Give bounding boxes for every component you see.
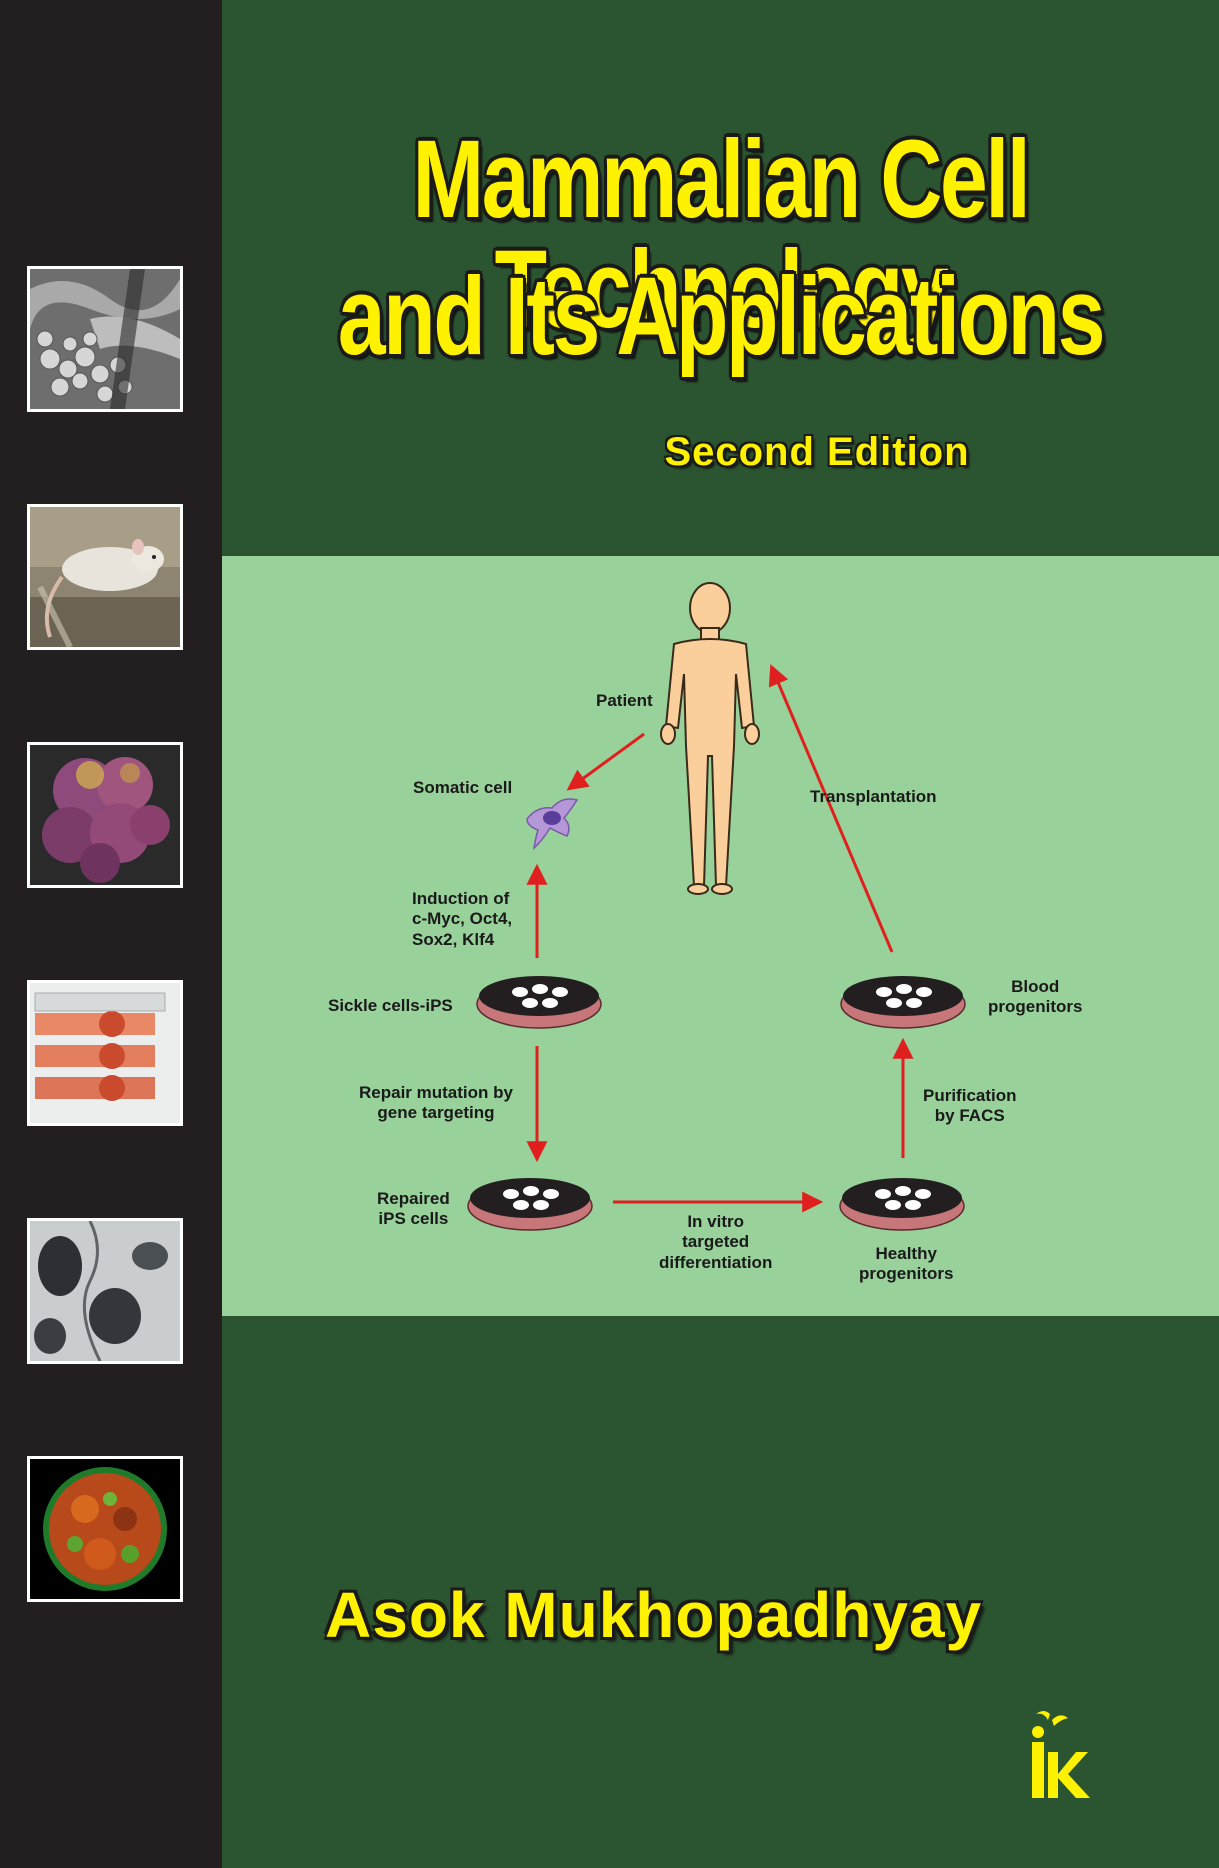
label-invitro-line-1: In vitro (687, 1212, 744, 1231)
dish-blood-progenitors-icon (840, 976, 966, 1029)
label-induction-line-1: Induction of (412, 889, 510, 908)
label-repair-line-1: Repair mutation by (359, 1083, 513, 1102)
label-invitro-line-2: targeted (682, 1232, 750, 1252)
label-repaired-line-1: Repaired (377, 1189, 450, 1208)
book-title-line-2: and Its Applications (337, 255, 1106, 378)
fluorescent-spheroid-image (27, 1456, 183, 1602)
label-healthy-line-2: progenitors (859, 1264, 954, 1284)
ips-therapy-diagram (467, 582, 966, 1231)
label-in-vitro: In vitro targeted differentiation (659, 1212, 772, 1273)
book-title-line-1: Mammalian Cell Technology (412, 118, 1031, 351)
label-repaired-ips: Repaired iPS cells (377, 1189, 450, 1230)
label-purification-line-2: by FACS (934, 1106, 1005, 1126)
patient-figure-icon (660, 582, 760, 895)
left-sidebar-strip (0, 0, 222, 1868)
label-patient: Patient (596, 691, 653, 710)
label-repair-line-2: gene targeting (377, 1103, 495, 1123)
label-repaired-line-2: iPS cells (378, 1209, 449, 1229)
label-blood-line-1: Blood (1011, 977, 1060, 996)
edition-label: Second Edition (664, 430, 970, 474)
label-somatic-cell: Somatic cell (413, 778, 513, 797)
label-sickle-cells-ips: Sickle cells-iPS (328, 996, 453, 1015)
label-healthy-progenitors: Healthy progenitors (859, 1244, 953, 1285)
label-induction-line-3: Sox2, Klf4 (412, 929, 495, 949)
dish-repaired-ips-icon (467, 1178, 593, 1231)
label-invitro-line-3: differentiation (659, 1252, 773, 1272)
label-repair-mutation: Repair mutation by gene targeting (359, 1083, 513, 1124)
label-blood-progenitors: Blood progenitors (988, 977, 1082, 1018)
ik-publisher-logo-icon (1032, 1711, 1090, 1798)
label-blood-line-2: progenitors (988, 997, 1083, 1017)
somatic-cell-icon (526, 798, 579, 850)
lab-mouse-image (27, 504, 183, 650)
dish-healthy-progenitors-icon (839, 1178, 965, 1231)
electron-micrograph-image (27, 266, 183, 412)
culture-flasks-image (27, 980, 183, 1126)
label-induction-line-2: c-Myc, Oct4, (412, 909, 513, 929)
label-purification-line-1: Purification (923, 1086, 1017, 1105)
tissue-micrograph-image (27, 1218, 183, 1364)
label-healthy-line-1: Healthy (875, 1244, 937, 1263)
diagram-panel: Patient Somatic cell Transplantation Ind… (222, 556, 1219, 1316)
label-purification: Purification by FACS (923, 1086, 1017, 1127)
label-transplantation: Transplantation (810, 787, 937, 806)
author-name: Asok Mukhopadhyay (325, 1579, 983, 1651)
process-arrows (526, 664, 914, 1213)
embryo-cells-image (27, 742, 183, 888)
label-induction: Induction of c-Myc, Oct4, Sox2, Klf4 (412, 889, 512, 950)
dish-sickle-ips-icon (476, 976, 602, 1029)
